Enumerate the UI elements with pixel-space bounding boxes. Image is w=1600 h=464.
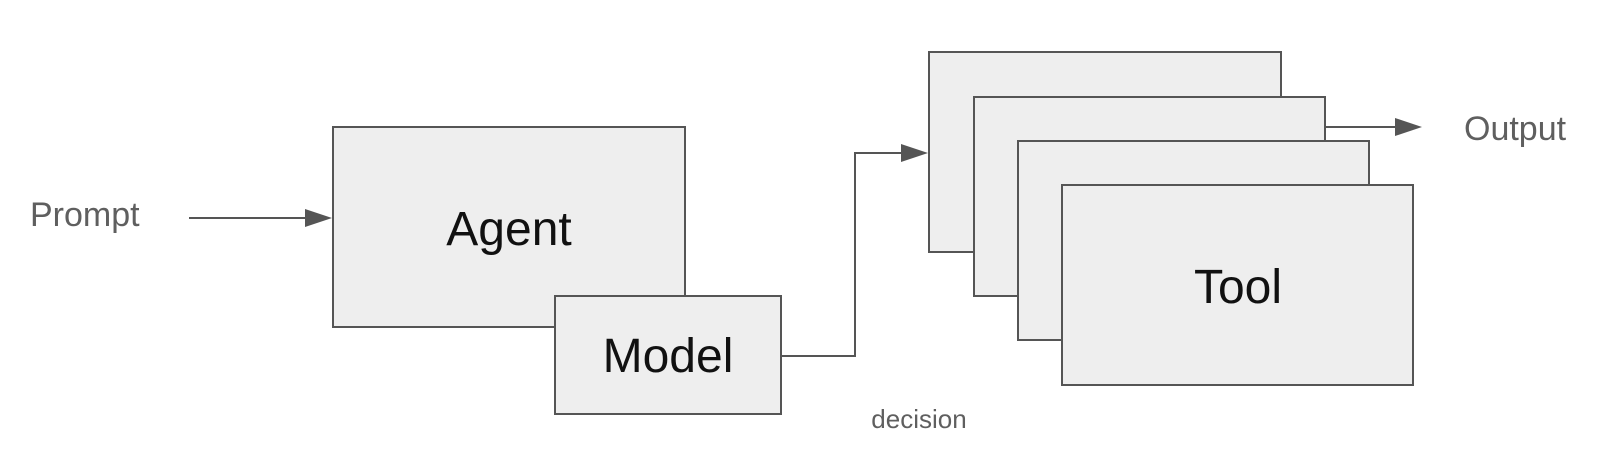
model-label: Model: [603, 330, 734, 383]
decision-arrow-head: [901, 144, 928, 162]
decision-label: decision: [871, 404, 966, 434]
prompt-arrow-head: [305, 209, 332, 227]
output-arrow-head: [1395, 118, 1422, 136]
output-label: Output: [1464, 110, 1567, 148]
decision-connector-line: [781, 152, 901, 357]
prompt-label: Prompt: [30, 196, 140, 234]
model-box: [554, 295, 782, 415]
agent-label: Agent: [446, 203, 571, 256]
tool-label: Tool: [1194, 261, 1282, 314]
agent-box: [332, 126, 686, 328]
tool-card-front: [1061, 184, 1414, 386]
